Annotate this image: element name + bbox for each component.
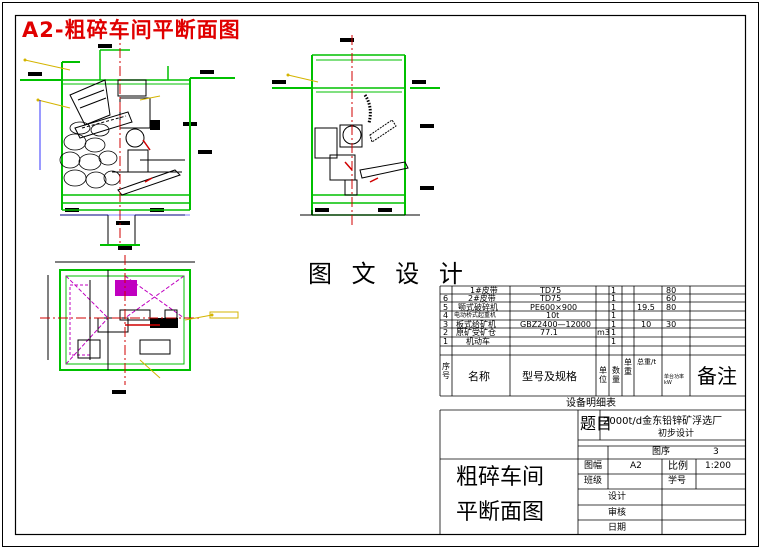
- review-label: 审核: [608, 508, 627, 518]
- row-weight: 10: [641, 320, 652, 329]
- header-unit: 单位: [599, 366, 607, 384]
- row-weight: 19.5: [637, 303, 655, 312]
- row-model: TD75: [540, 286, 562, 295]
- row-total: 60: [666, 294, 677, 303]
- project-name: 2000t/d金东铅锌矿浮选厂: [603, 416, 723, 427]
- row-name: 板式给矿机: [456, 320, 496, 329]
- size-value: A2: [630, 461, 642, 471]
- row-no: 4: [443, 311, 449, 320]
- student-no-label: 学号: [668, 476, 687, 486]
- plan-view: [40, 246, 239, 394]
- sheet-title: A2-粗碎车间平断面图: [22, 18, 241, 42]
- project-label: 题目: [580, 414, 613, 433]
- header-per-unit: 单台功率kW: [664, 374, 685, 386]
- row-total: 30: [666, 320, 677, 329]
- row-qty: 1: [611, 337, 617, 346]
- header-remark: 备注: [697, 364, 737, 388]
- row-no: 6: [443, 294, 449, 303]
- row-no: 2: [443, 328, 449, 337]
- date-label: 日期: [608, 523, 627, 533]
- row-model: TD75: [540, 294, 562, 303]
- row-qty: 1: [611, 303, 617, 312]
- row-name: 颚式破碎机: [458, 303, 498, 312]
- header-model: 型号及规格: [522, 370, 577, 383]
- drawing-caption: 图 文 设 计: [308, 260, 469, 288]
- header-unit-weight: 单重: [624, 358, 632, 376]
- header-qty: 数量: [612, 366, 620, 384]
- row-no: 5: [443, 303, 449, 312]
- size-label: 图幅: [584, 461, 603, 471]
- equipment-table-caption: 设备明细表: [566, 398, 616, 409]
- row-qty: 1: [611, 328, 617, 337]
- project-sub: 初步设计: [658, 429, 695, 439]
- row-name: 电动桥式起重机: [454, 312, 497, 319]
- row-model: PE600×900: [530, 303, 578, 312]
- row-no: 3: [443, 320, 449, 329]
- header-no: 序号: [442, 362, 450, 380]
- row-model: 77.1: [540, 328, 558, 337]
- row-name: 原矿受矿仓: [456, 328, 496, 337]
- row-unit: m3: [597, 328, 610, 337]
- row-total: 80: [666, 303, 677, 312]
- scale-value: 1:200: [705, 461, 731, 471]
- header-name: 名称: [468, 370, 490, 383]
- row-total: 80: [666, 286, 677, 295]
- row-no: 1: [443, 337, 449, 346]
- row-name: 1#皮带: [470, 286, 498, 295]
- header-total-weight: 总重/t: [637, 358, 657, 366]
- scale-label: 比例: [668, 461, 688, 472]
- row-qty: 1: [611, 311, 617, 320]
- seq-value: 3: [713, 447, 719, 457]
- row-name: 2#皮带: [468, 294, 496, 303]
- row-qty: 1: [611, 294, 617, 303]
- row-model: 10t: [546, 311, 560, 320]
- section-view-2: [272, 35, 440, 225]
- row-qty: 1: [611, 320, 617, 329]
- row-model: GBZ2400—12000: [520, 320, 591, 329]
- inner-border: [14, 14, 747, 536]
- seq-label: 图序: [652, 447, 671, 457]
- drawing-name-line2: 平断面图: [456, 500, 545, 525]
- section-view-1: [20, 30, 235, 250]
- title-block-grid: [439, 410, 745, 535]
- row-name: 机动车: [466, 337, 490, 346]
- equipment-table-grid: [439, 285, 745, 411]
- drawing-name-line1: 粗碎车间: [456, 465, 545, 490]
- class-label: 班级: [584, 476, 603, 486]
- row-qty: 1: [611, 286, 617, 295]
- design-label: 设计: [608, 492, 627, 502]
